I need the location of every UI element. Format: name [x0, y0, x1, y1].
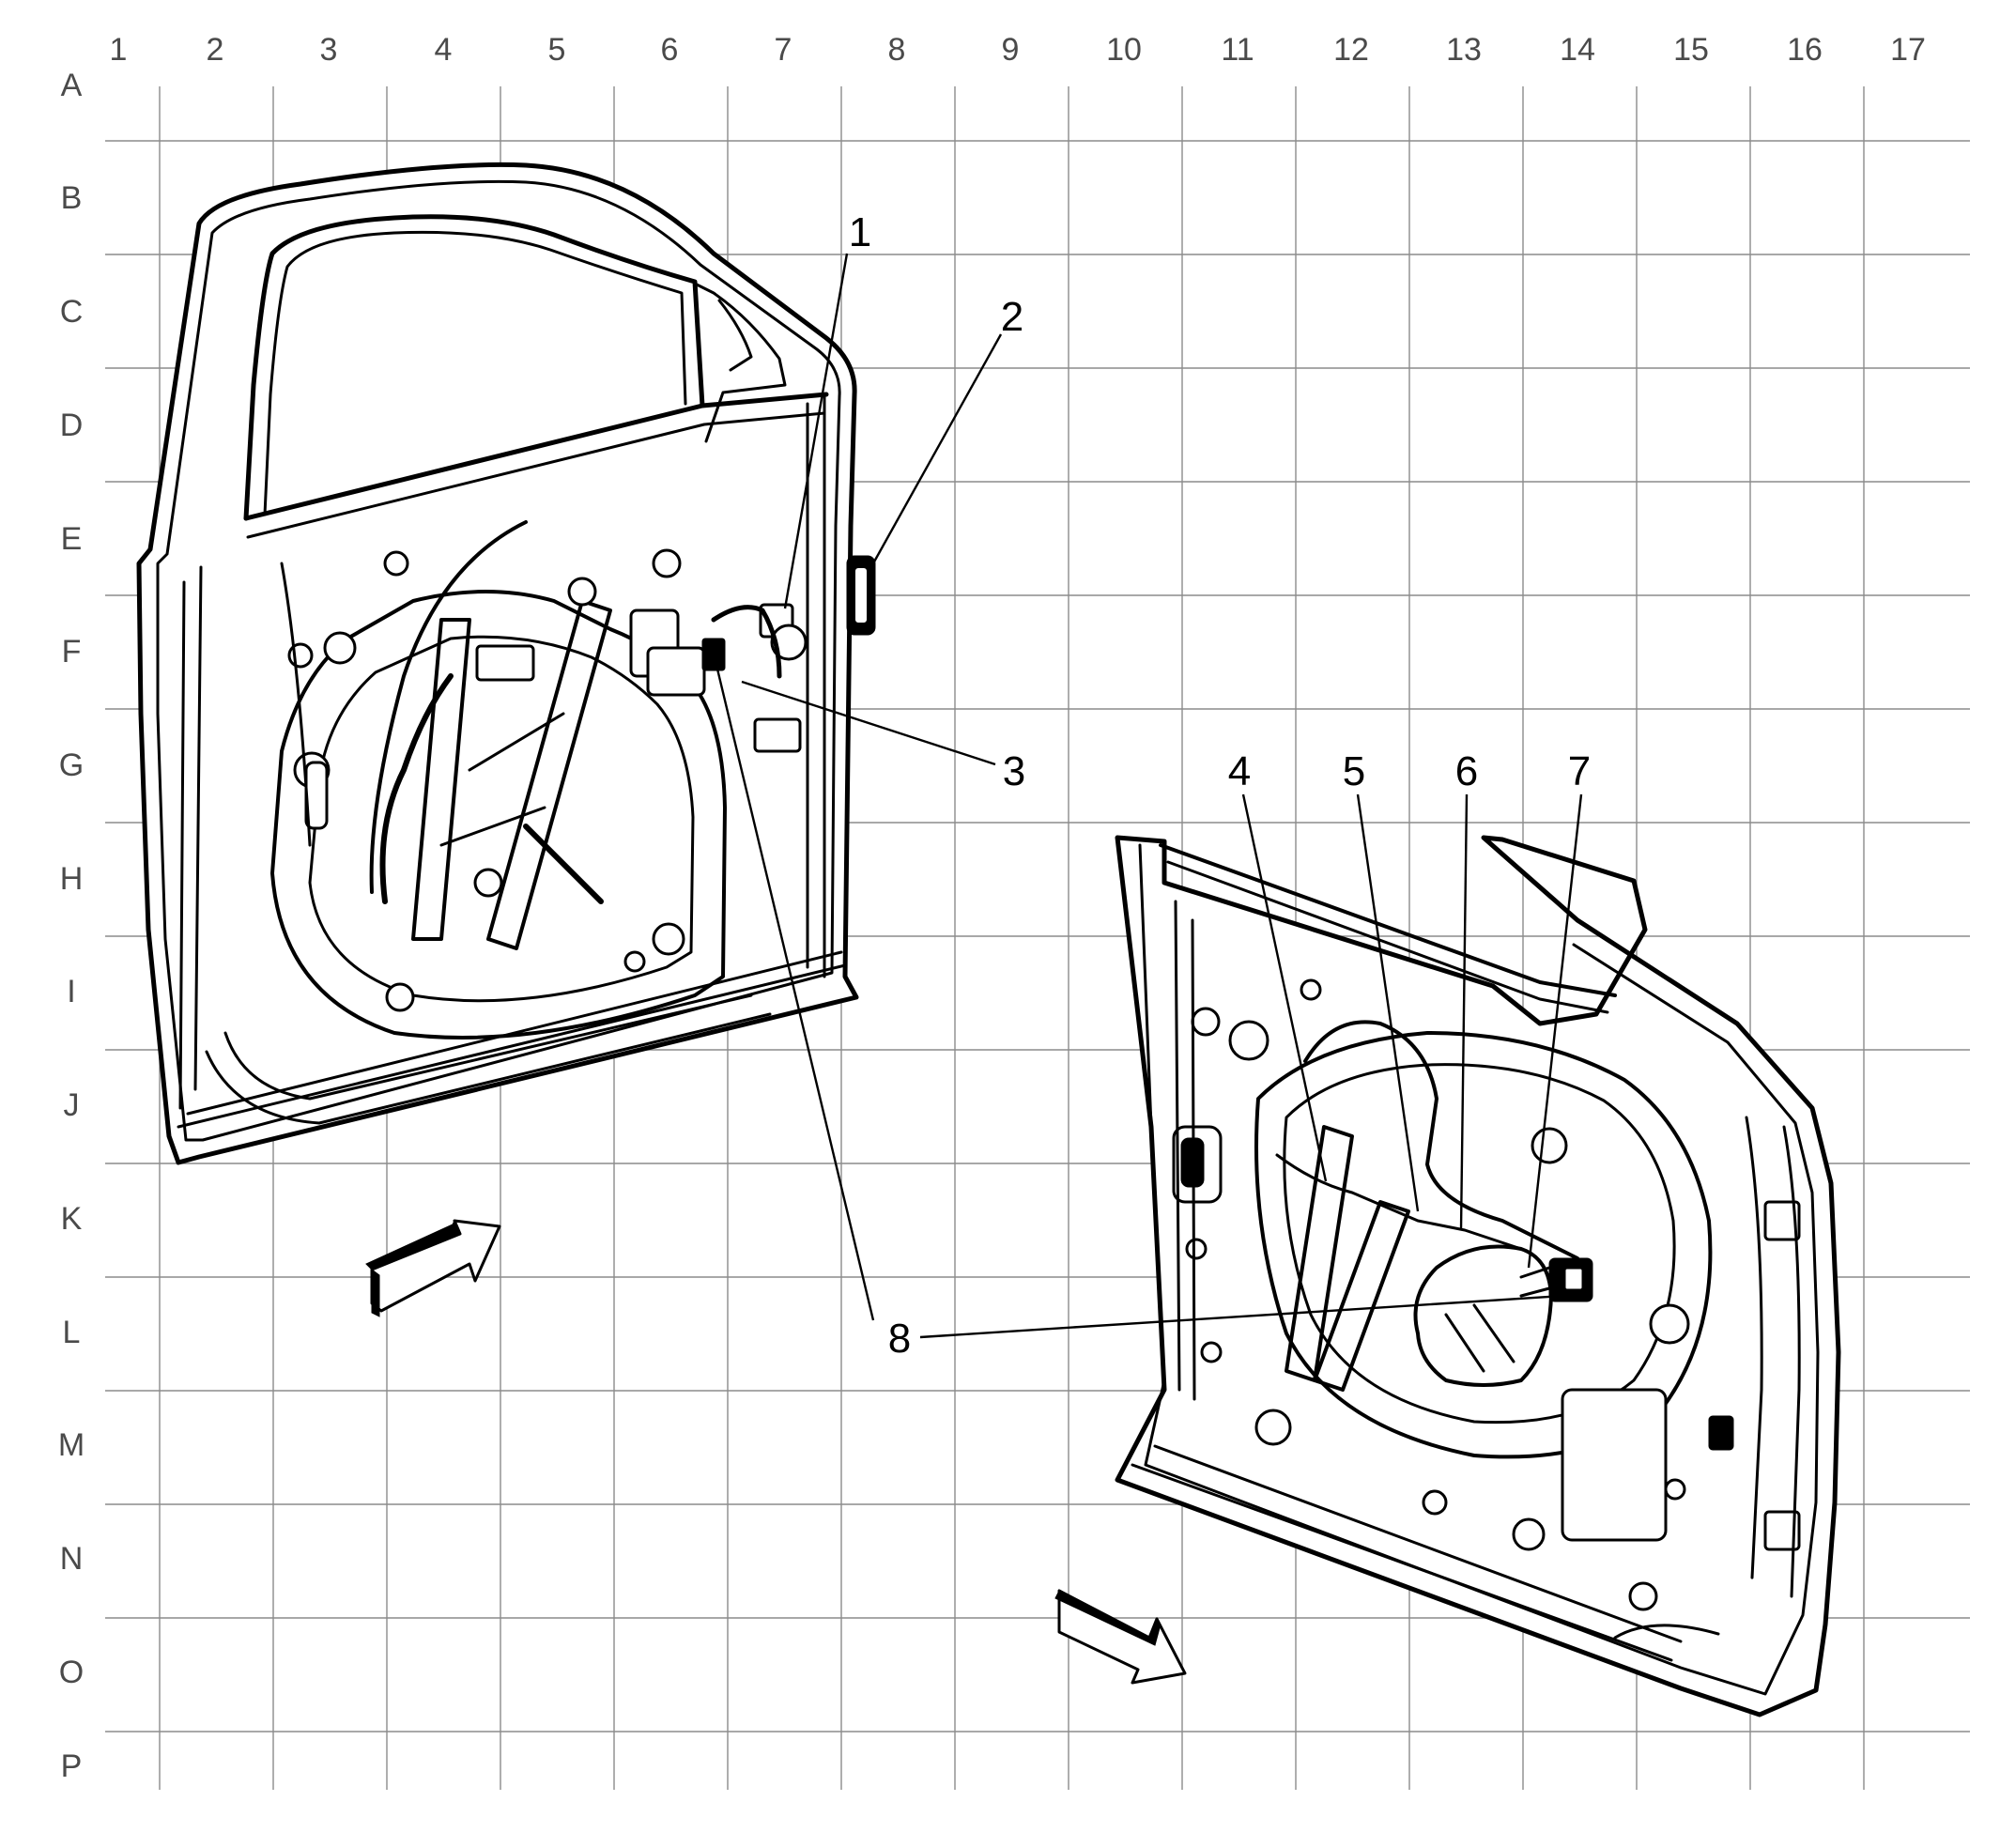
harness-connector-icon [701, 603, 808, 679]
callout-4: 4 [1228, 748, 1251, 794]
row-label: E [61, 521, 83, 557]
callout-1: 1 [849, 209, 871, 255]
callout-7: 7 [1568, 748, 1591, 794]
column-label: 8 [888, 32, 906, 68]
column-label: 4 [435, 32, 453, 68]
row-labels: A B C D E F G H I J K L M N O P [58, 68, 85, 1784]
column-label: 5 [548, 32, 566, 68]
callout-6: 6 [1455, 748, 1478, 794]
column-label: 3 [320, 32, 338, 68]
view-direction-arrow-icon [1054, 1589, 1187, 1685]
interior-harness-connector-icon [1519, 1257, 1593, 1302]
column-label: 2 [207, 32, 224, 68]
callout-8: 8 [888, 1316, 911, 1362]
column-label: 10 [1106, 32, 1142, 68]
door-edge-connector-icon [846, 555, 876, 636]
row-label: A [61, 68, 83, 103]
column-label: 7 [775, 32, 792, 68]
column-label: 12 [1333, 32, 1369, 68]
right-door-illustration [1115, 835, 1841, 1717]
row-label: D [60, 408, 84, 443]
column-label: 13 [1446, 32, 1482, 68]
column-label: 17 [1890, 32, 1926, 68]
callout-5: 5 [1343, 748, 1365, 794]
row-label: J [64, 1087, 80, 1123]
column-label: 16 [1787, 32, 1823, 68]
callout-2: 2 [1001, 294, 1023, 340]
row-label: H [60, 861, 84, 897]
callout-3: 3 [1003, 748, 1025, 794]
row-label: N [60, 1541, 84, 1577]
row-label: C [60, 294, 84, 330]
row-label: B [61, 180, 83, 216]
column-label: 6 [661, 32, 679, 68]
view-direction-arrow-icon [365, 1219, 501, 1317]
row-label: P [61, 1748, 83, 1784]
row-label: F [62, 634, 82, 670]
row-label: O [59, 1655, 84, 1690]
column-label: 15 [1673, 32, 1709, 68]
column-labels: 1 2 3 4 5 6 7 8 9 10 11 12 13 14 15 16 1… [110, 32, 1926, 68]
row-label: L [63, 1315, 81, 1350]
column-label: 11 [1221, 32, 1254, 68]
row-label: G [59, 747, 84, 783]
row-label: I [67, 974, 75, 1009]
row-label: K [61, 1201, 83, 1237]
column-label: 9 [1002, 32, 1020, 68]
row-label: M [58, 1427, 85, 1463]
callout-leaders [714, 253, 1583, 1339]
column-label: 14 [1560, 32, 1595, 68]
left-door-illustration [136, 162, 876, 1165]
callout-labels: 1 2 3 4 5 6 7 8 [849, 209, 1591, 1362]
column-label: 1 [110, 32, 128, 68]
